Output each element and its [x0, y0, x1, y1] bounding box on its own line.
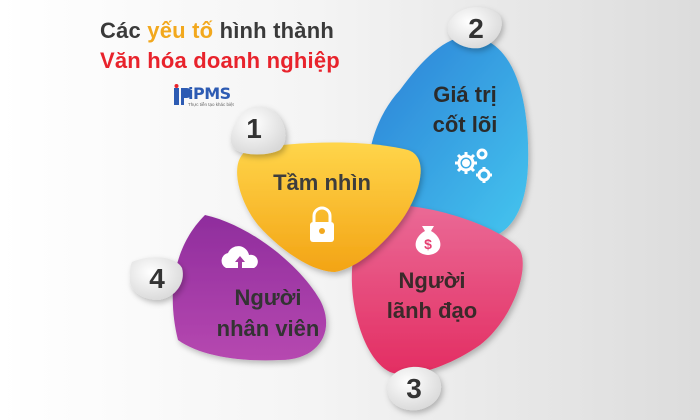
petal-leaders [351, 205, 523, 375]
money-bag-icon: $ [415, 226, 441, 255]
label-employees-1: Người [234, 285, 301, 310]
logo-tagline: Thực tiễn tạo khác biệt [188, 102, 234, 107]
lock-icon [310, 206, 334, 242]
badge-4 [129, 257, 183, 300]
label-employees-2: nhân viên [217, 316, 320, 341]
ipms-logo [174, 84, 192, 105]
cloud-upload-icon [221, 246, 258, 268]
number-1: 1 [246, 113, 262, 144]
badge-1 [230, 106, 286, 155]
label-core-values-2: cốt lõi [433, 112, 498, 137]
number-4: 4 [149, 263, 165, 294]
label-vision: Tầm nhìn [273, 170, 371, 195]
badge-2 [447, 7, 502, 49]
label-leaders-2: lãnh đạo [387, 298, 477, 323]
title-line-1: Các yếu tố hình thành [100, 18, 335, 43]
title-line-2: Văn hóa doanh nghiệp [100, 48, 340, 73]
title-highlight: yếu tố [147, 18, 214, 43]
number-3: 3 [406, 373, 422, 404]
label-core-values-1: Giá trị [433, 82, 497, 107]
label-leaders-1: Người [398, 268, 465, 293]
svg-text:$: $ [424, 236, 432, 252]
petal-vision [237, 142, 421, 272]
gears-icon [455, 148, 492, 183]
logo-text: iPMS [188, 84, 231, 103]
petal-employees [172, 215, 327, 361]
number-2: 2 [468, 13, 484, 44]
badge-3 [387, 366, 442, 411]
